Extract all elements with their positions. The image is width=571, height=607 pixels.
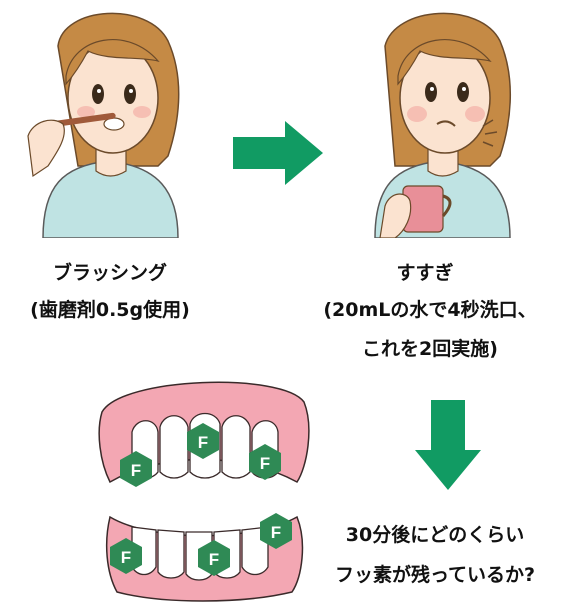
question-line2: フッ素が残っているか? xyxy=(334,564,536,586)
step1-detail: (歯磨剤0.5g使用) xyxy=(30,299,190,321)
fluoride-letter: F xyxy=(121,548,131,567)
fluoride-marker: F xyxy=(187,423,219,459)
woman-rinsing-illustration xyxy=(374,12,512,238)
fluoride-marker: F xyxy=(110,538,142,574)
step1-title: ブラッシング xyxy=(52,262,167,284)
right-arrow-icon xyxy=(233,121,323,185)
down-arrow-icon xyxy=(415,400,481,490)
step2-detail-line2: これを2回実施) xyxy=(362,338,498,360)
question-line1: 30分後にどのくらい xyxy=(345,524,525,546)
step2-title: すすぎ xyxy=(396,262,454,284)
fluoride-marker: F xyxy=(120,451,152,487)
fluoride-letter: F xyxy=(271,523,281,542)
fluoride-letter: F xyxy=(131,461,141,480)
step2-detail-line1: (20mLの水で4秒洗口、 xyxy=(323,299,537,321)
fluoride-marker: F xyxy=(198,540,230,576)
fluoride-letter: F xyxy=(260,454,270,473)
fluoride-letter: F xyxy=(198,433,208,452)
woman-brushing-illustration xyxy=(27,12,180,238)
fluoride-marker: F xyxy=(260,513,292,549)
fluoride-marker: F xyxy=(249,444,281,480)
fluoride-letter: F xyxy=(209,550,219,569)
